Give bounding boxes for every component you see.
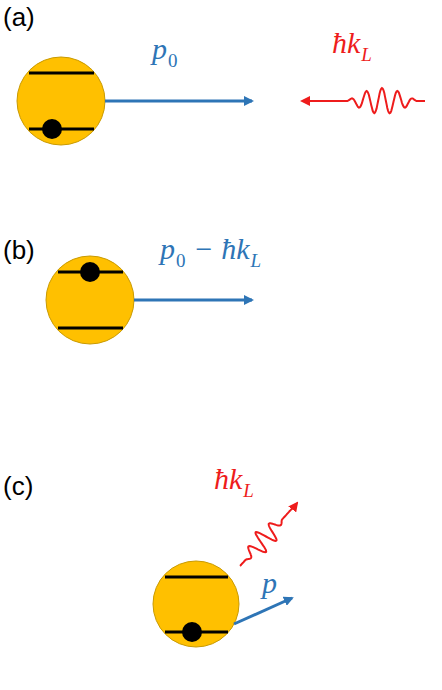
panel-label: (a) <box>3 3 35 32</box>
photon-label: ħk <box>214 462 242 495</box>
momentum-label-group: p0− ħkL <box>160 232 261 265</box>
atom-b <box>46 256 134 344</box>
photon-wave <box>240 503 297 566</box>
photon-label: L <box>361 45 372 66</box>
momentum-label: 0 <box>176 251 186 272</box>
momentum-arrow <box>234 598 292 624</box>
momentum-arrow <box>134 299 252 302</box>
momentum-label-group: p <box>262 566 277 599</box>
momentum-label: 0 <box>168 51 178 72</box>
panel-label: (c) <box>3 472 33 501</box>
momentum-label: p <box>262 566 277 599</box>
panel-label-group: (b) <box>3 236 35 265</box>
momentum-label-group: p0 <box>152 32 178 65</box>
momentum-label: − ħk <box>194 232 250 265</box>
momentum-label: p <box>152 32 167 65</box>
photon-label: ħk <box>332 26 360 59</box>
panel-label-group: (c) <box>3 472 33 501</box>
atom-a <box>17 57 105 145</box>
photon-label-group: ħkL <box>332 26 372 59</box>
panel-label-group: (a) <box>3 3 35 32</box>
momentum-arrow <box>105 100 252 103</box>
momentum-label: p <box>160 232 175 265</box>
photon-label-group: ħkL <box>214 462 254 495</box>
photon-label: L <box>243 481 254 502</box>
panel-label: (b) <box>3 236 35 265</box>
momentum-label: L <box>251 251 262 272</box>
atom-c <box>153 561 239 647</box>
photon-wave <box>302 88 425 113</box>
